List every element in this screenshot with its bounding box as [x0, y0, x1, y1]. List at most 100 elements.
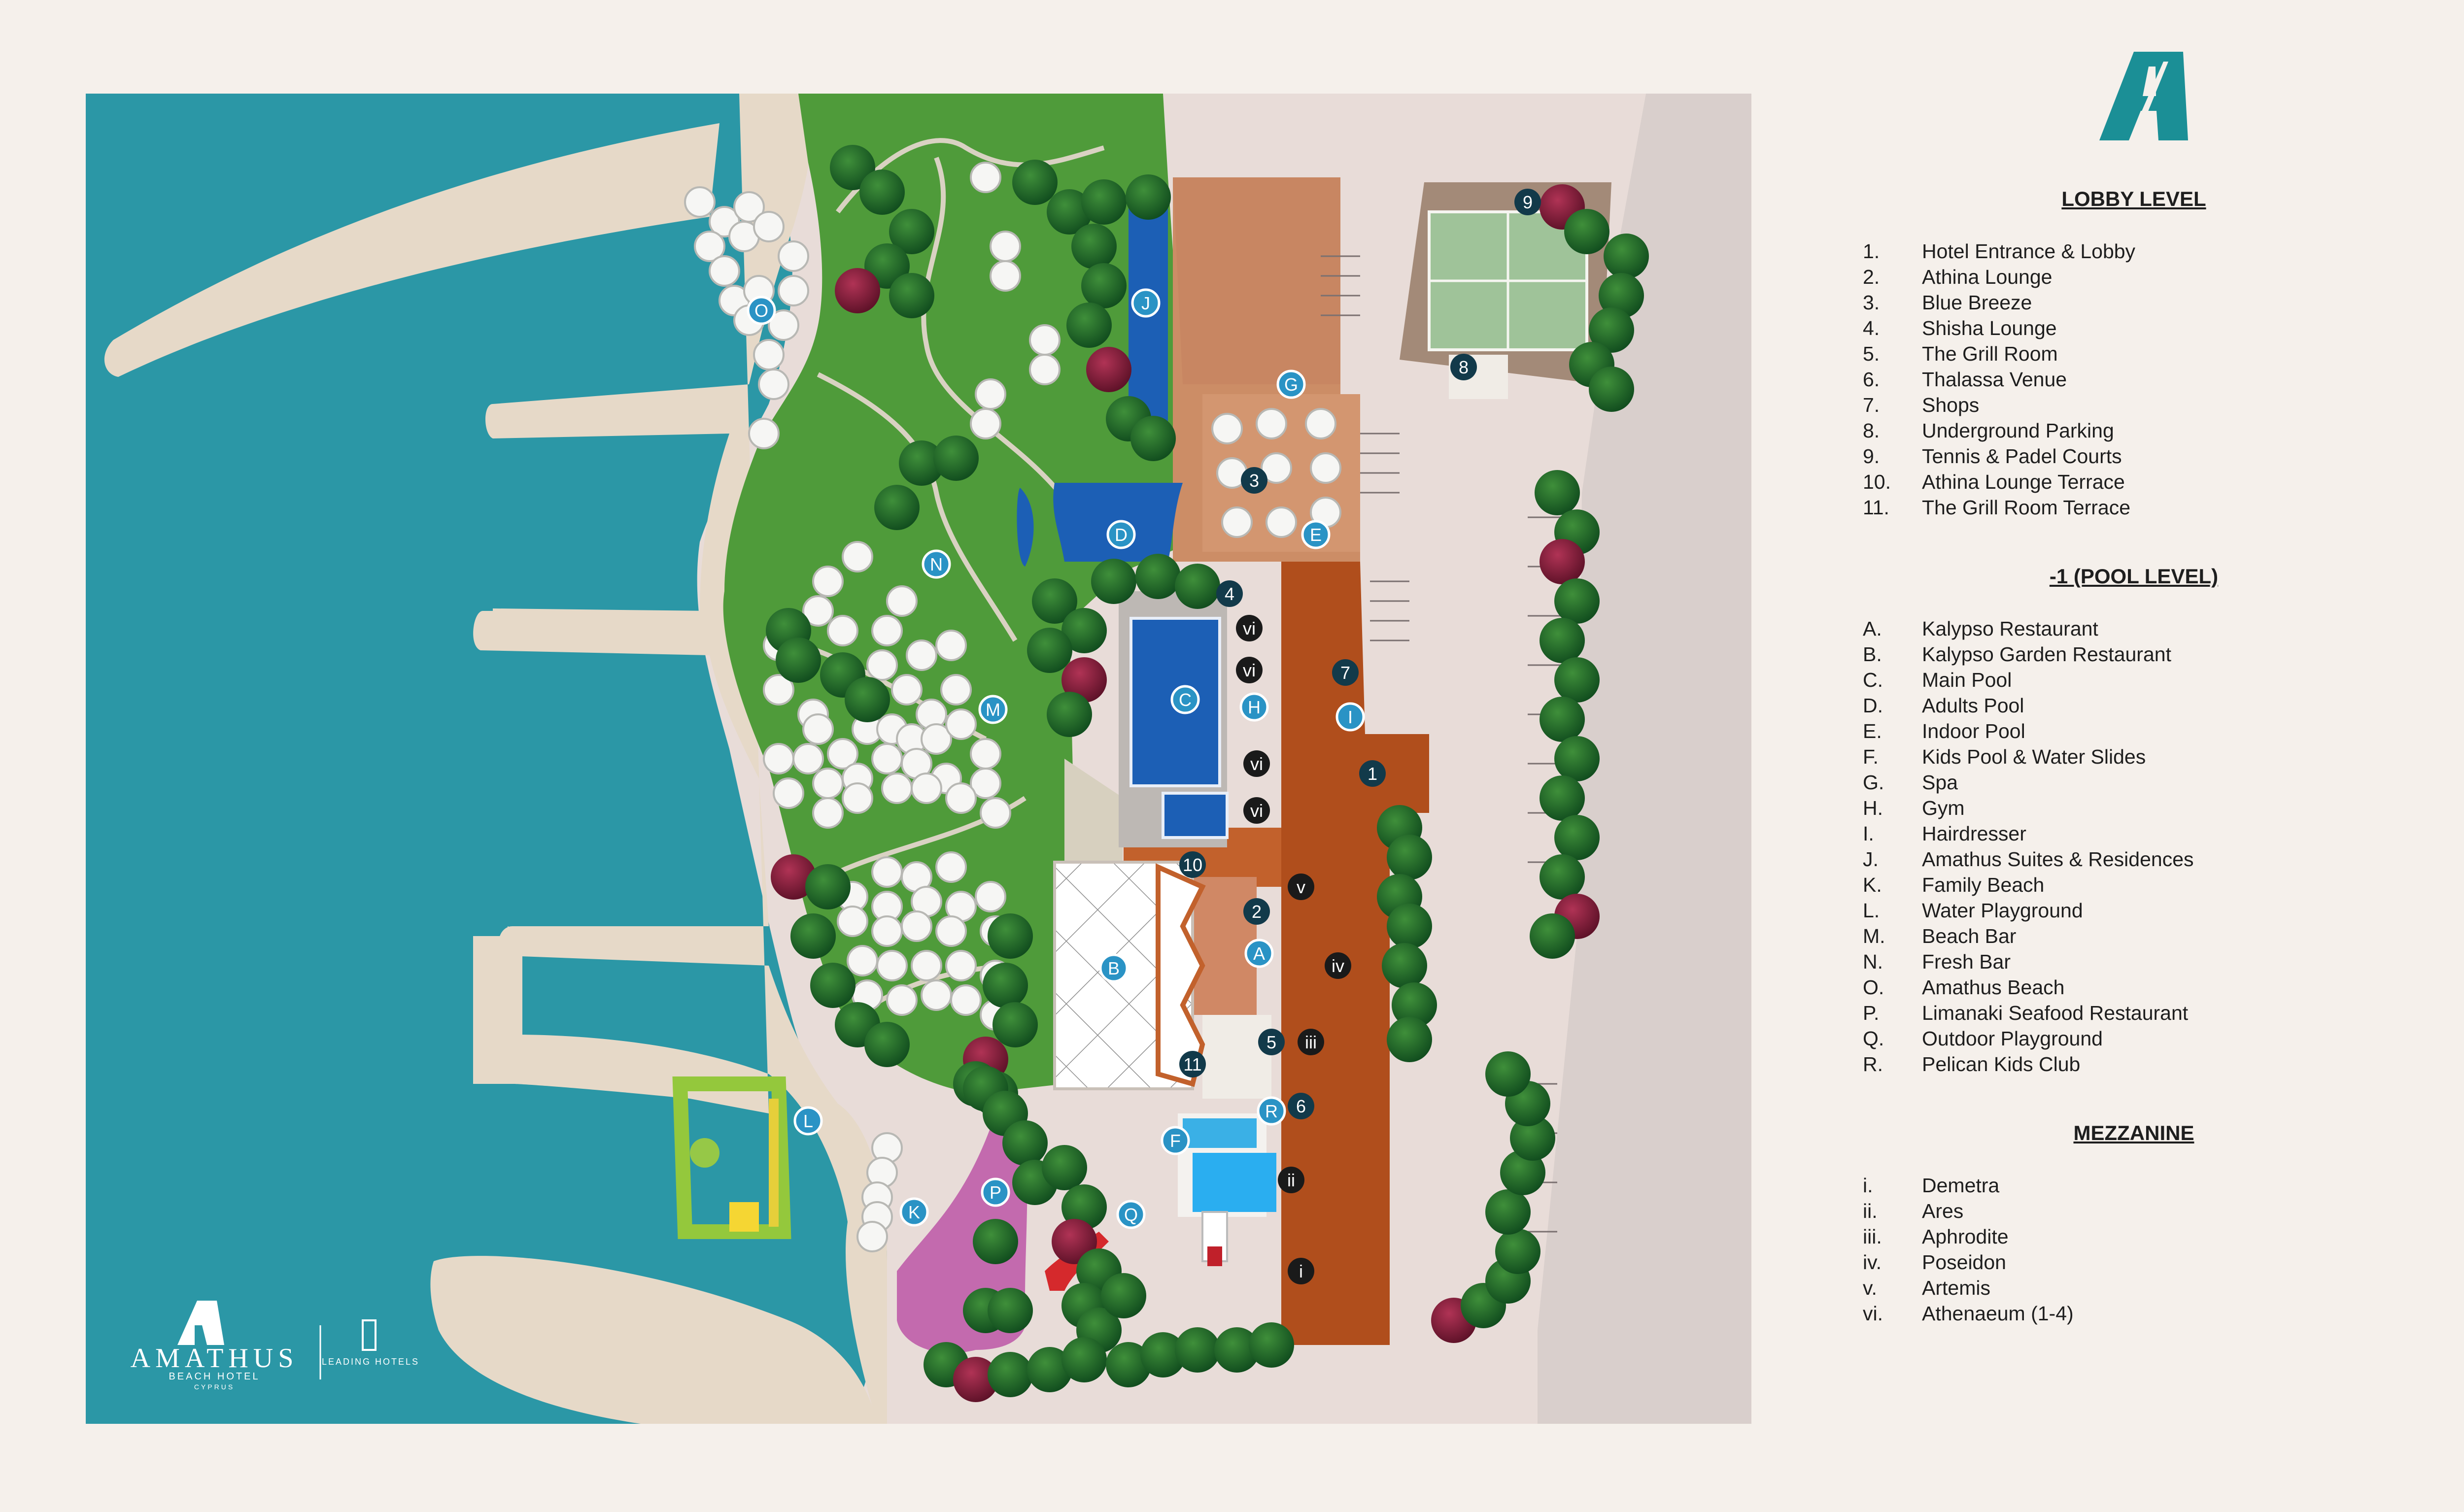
- marker-circle: [1243, 898, 1270, 925]
- legend-key: 2.: [1863, 266, 1880, 288]
- map-marker[interactable]: iv: [1325, 952, 1351, 979]
- umbrella-icon: [753, 211, 785, 242]
- marker-circle: [1106, 520, 1136, 549]
- umbrella-icon: [871, 743, 903, 774]
- marker-circle: [1301, 520, 1331, 549]
- legend-item: D.Adults Pool: [1863, 693, 2405, 718]
- tree-icon: [1485, 1189, 1531, 1235]
- map-marker[interactable]: 11: [1179, 1051, 1206, 1077]
- map-marker[interactable]: L: [793, 1106, 823, 1136]
- umbrella-icon: [911, 773, 942, 804]
- map-marker[interactable]: vi: [1243, 797, 1270, 824]
- water-playground: [672, 1076, 791, 1239]
- tree-icon: [1081, 179, 1127, 225]
- marker-label: 1: [1368, 764, 1377, 784]
- marker-circle: [1236, 615, 1263, 641]
- legend-item: 4.Shisha Lounge: [1863, 315, 2405, 341]
- legend-label: Kids Pool & Water Slides: [1922, 745, 2146, 768]
- marker-label: v: [1297, 877, 1305, 897]
- map-marker[interactable]: K: [899, 1197, 929, 1227]
- map-marker[interactable]: B: [1099, 953, 1129, 983]
- trees: [766, 145, 1649, 1402]
- umbrella-icon: [1221, 506, 1253, 538]
- tree-icon: [874, 485, 920, 530]
- brand-place: CYPRUS: [194, 1383, 235, 1391]
- map-marker[interactable]: 2: [1243, 898, 1270, 925]
- adults-pool-lagoon: [1017, 488, 1034, 567]
- marker-label: J: [1141, 293, 1150, 313]
- map-marker[interactable]: iii: [1298, 1029, 1324, 1055]
- legend-label: Amathus Beach: [1922, 976, 2065, 999]
- map-marker[interactable]: 8: [1450, 354, 1477, 380]
- umbrella-icon: [871, 615, 903, 646]
- legend-key: 9.: [1863, 445, 1880, 468]
- map-marker[interactable]: ii: [1278, 1167, 1304, 1193]
- access-road: [1538, 94, 1751, 1424]
- legend-key: 11.: [1863, 496, 1889, 519]
- umbrella-icon: [945, 950, 977, 981]
- tree-icon: [1042, 1145, 1087, 1190]
- map-marker[interactable]: N: [922, 549, 951, 579]
- map-marker[interactable]: D: [1106, 520, 1136, 549]
- map-marker[interactable]: vi: [1236, 657, 1263, 683]
- legend-key: K.: [1863, 874, 1882, 896]
- beach-umbrellas: [684, 162, 1341, 1252]
- map-marker[interactable]: P: [981, 1177, 1010, 1207]
- map-marker[interactable]: 9: [1514, 189, 1541, 215]
- tree-icon: [1387, 904, 1432, 949]
- brand-name: AMATHUS: [131, 1343, 299, 1374]
- tree-icon: [1047, 189, 1092, 235]
- map-marker[interactable]: E: [1301, 520, 1331, 549]
- map-marker[interactable]: R: [1257, 1096, 1286, 1126]
- map-marker[interactable]: 7: [1332, 659, 1359, 686]
- map-marker[interactable]: 6: [1288, 1093, 1314, 1119]
- umbrella-icon: [856, 1221, 888, 1252]
- map-marker[interactable]: F: [1161, 1126, 1190, 1155]
- marker-circle: [1359, 760, 1386, 787]
- map-marker[interactable]: 5: [1258, 1029, 1285, 1055]
- tree-icon: [1554, 657, 1600, 703]
- map-marker[interactable]: 1: [1359, 760, 1386, 787]
- tree-icon: [790, 913, 836, 959]
- marker-label: B: [1108, 958, 1120, 978]
- legend-label: Athenaeum (1-4): [1922, 1302, 2074, 1325]
- tree-icon: [810, 963, 856, 1008]
- map-marker[interactable]: vi: [1243, 750, 1270, 777]
- marker-circle: [1325, 952, 1351, 979]
- tree-icon: [1086, 347, 1131, 392]
- map-marker[interactable]: H: [1239, 692, 1269, 722]
- brand-sub: BEACH HOTEL: [169, 1371, 260, 1382]
- legend-item: iv.Poseidon: [1863, 1249, 2405, 1275]
- marker-label: N: [930, 554, 943, 574]
- map-marker[interactable]: Q: [1116, 1200, 1146, 1229]
- map-marker[interactable]: vi: [1236, 615, 1263, 641]
- map-marker[interactable]: G: [1276, 370, 1306, 399]
- marker-label: F: [1170, 1131, 1181, 1151]
- legend-label: Adults Pool: [1922, 694, 2024, 717]
- map-marker[interactable]: I: [1335, 702, 1365, 732]
- map-marker[interactable]: 10: [1179, 851, 1206, 878]
- map-marker[interactable]: 3: [1241, 467, 1267, 494]
- garden-restaurant-canopy: [1156, 863, 1206, 1087]
- marker-circle: [1276, 370, 1306, 399]
- map-marker[interactable]: O: [747, 296, 776, 325]
- legend-item: I.Hairdresser: [1863, 821, 2405, 846]
- map-marker[interactable]: i: [1288, 1258, 1314, 1284]
- marker-circle: [1131, 288, 1161, 318]
- tree-icon: [1249, 1322, 1294, 1368]
- tree-icon: [899, 440, 944, 486]
- tree-icon: [1495, 1229, 1540, 1274]
- marker-label: A: [1253, 943, 1265, 964]
- marker-label: I: [1348, 707, 1353, 727]
- map-marker[interactable]: M: [978, 695, 1008, 724]
- tree-icon: [1175, 1327, 1220, 1373]
- map-marker[interactable]: C: [1170, 685, 1200, 714]
- tree-icon: [845, 677, 890, 722]
- tree-icon: [1047, 692, 1092, 737]
- marker-circle: [1243, 797, 1270, 824]
- map-marker[interactable]: 4: [1216, 580, 1243, 607]
- map-marker[interactable]: J: [1131, 288, 1161, 318]
- map-marker[interactable]: v: [1288, 874, 1314, 900]
- map-marker[interactable]: A: [1244, 939, 1274, 968]
- breakwater-south: [473, 926, 522, 1084]
